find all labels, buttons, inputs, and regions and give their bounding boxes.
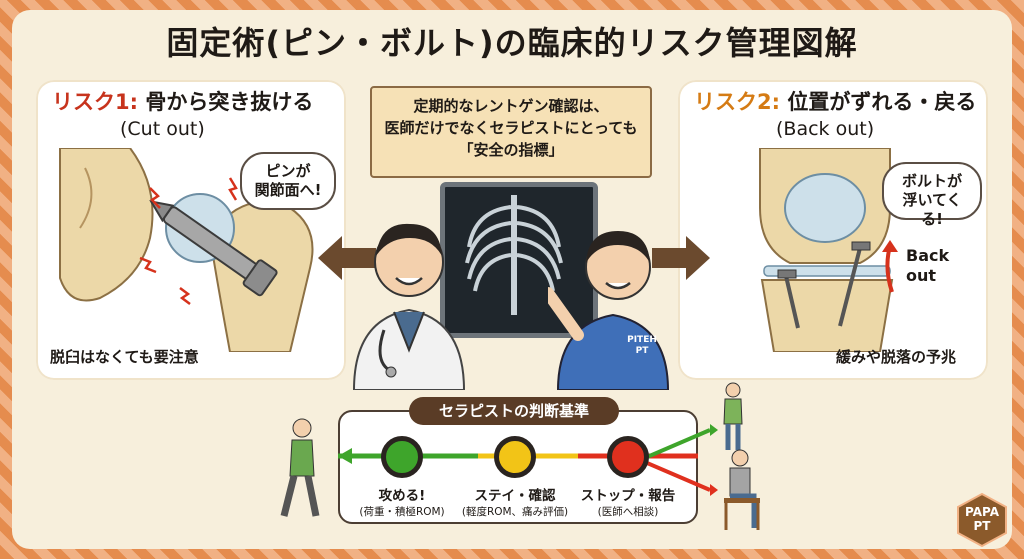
walking-person-icon — [280, 418, 320, 517]
chest-xray-icon — [465, 195, 563, 315]
green-light — [381, 436, 423, 478]
risk1-tag: リスク1: — [52, 90, 139, 114]
left-arrow-icon — [318, 236, 376, 280]
back-out-line2: out — [906, 266, 937, 285]
risk2-bubble-line1: ボルトが — [901, 172, 962, 190]
page-title: 固定術(ピン・ボルト)の臨床的リスク管理図解 — [166, 24, 858, 62]
red-light-label: ストップ・報告 — [580, 488, 676, 504]
risk2-subtitle: (Back out) — [776, 118, 875, 140]
risk1-speech-bubble: ピンが 関節面へ! — [240, 152, 336, 210]
banner-line3: 「安全の指標」 — [458, 140, 564, 159]
seated-person-icon — [724, 449, 760, 530]
criteria-label: セラピストの判断基準 — [409, 397, 619, 425]
center-banner: 定期的なレントゲン確認は、 医師だけでなくセラピストにとっても 「安全の指標」 — [370, 86, 652, 178]
risk1-caption: 脱臼はなくても要注意 — [50, 348, 199, 366]
back-out-label: Back out — [906, 246, 949, 286]
papa-pt-logo — [957, 492, 1007, 548]
yellow-light-note: (軽度ROM、痛み評価) — [461, 506, 569, 518]
badge-line1: PITEH — [627, 335, 657, 345]
logo-text: PAPA PT — [954, 505, 1010, 533]
branch-arrows — [640, 424, 718, 496]
risk1-subtitle: (Cut out) — [120, 118, 205, 140]
doctor-illustration — [352, 223, 466, 390]
risk2-bubble-line2: 浮いてくる! — [902, 190, 962, 228]
risk2-heading: 位置がずれる・戻る — [787, 90, 977, 114]
banner-line2: 医師だけでなくセラピストにとっても — [384, 118, 638, 137]
logo-line2: PT — [973, 519, 991, 533]
yellow-light-label: ステイ・確認 — [474, 488, 556, 504]
risk2-caption: 緩みや脱落の予兆 — [836, 348, 957, 366]
risk1-heading: 骨から突き抜ける — [145, 90, 314, 114]
standing-person-icon — [723, 382, 743, 450]
yellow-light — [494, 436, 536, 478]
therapist-illustration — [548, 231, 670, 390]
red-light — [607, 436, 649, 478]
hip-joint-illustration — [59, 148, 314, 352]
knee-joint-illustration — [759, 148, 894, 352]
risk2-title: リスク2: 位置がずれる・戻る — [694, 86, 976, 116]
banner-line1: 定期的なレントゲン確認は、 — [413, 97, 609, 115]
right-arrow-icon — [652, 236, 710, 280]
back-out-line1: Back — [906, 246, 950, 265]
red-light-note: (医師へ相談) — [597, 506, 659, 518]
green-light-note: (荷重・積極ROM) — [359, 506, 445, 518]
badge-line2: PT — [635, 346, 649, 356]
logo-line1: PAPA — [965, 505, 999, 519]
risk1-bubble-line2: 関節面へ! — [254, 180, 322, 199]
back-out-arrow-icon — [882, 240, 898, 293]
risk2-tag: リスク2: — [694, 90, 781, 114]
therapist-badge: PITEH PT — [622, 335, 662, 357]
risk1-bubble-line1: ピンが — [265, 162, 311, 180]
green-light-label: 攻める! — [378, 488, 426, 504]
risk2-speech-bubble: ボルトが 浮いてくる! — [882, 162, 982, 228]
risk1-title: リスク1: 骨から突き抜ける — [52, 86, 313, 116]
